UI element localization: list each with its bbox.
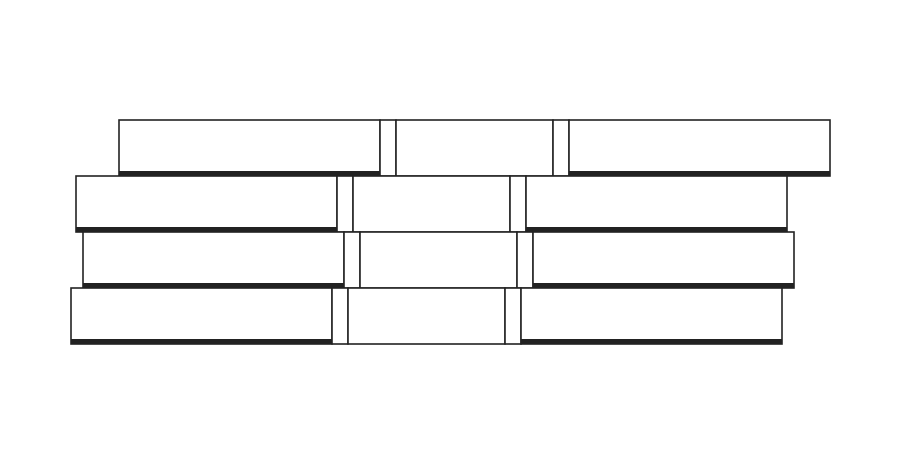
joint-block	[504, 287, 522, 345]
joint-block	[379, 119, 397, 177]
medium-block	[359, 231, 518, 289]
joint-block	[331, 287, 349, 345]
block-shadow	[76, 227, 337, 232]
long-block	[118, 119, 381, 177]
joint-block	[343, 231, 361, 289]
joint-block	[336, 175, 354, 233]
joint-block	[552, 119, 570, 177]
long-block	[82, 231, 345, 289]
long-block	[70, 287, 333, 345]
long-block	[525, 175, 788, 233]
block-row-3	[82, 231, 795, 289]
medium-block	[347, 287, 506, 345]
block-shadow	[71, 339, 332, 344]
medium-block	[352, 175, 511, 233]
block-row-1	[118, 119, 831, 177]
block-row-2	[75, 175, 788, 233]
block-shadow	[526, 227, 787, 232]
block-shadow	[119, 171, 380, 176]
block-row-4	[70, 287, 783, 345]
block-shadow	[533, 283, 794, 288]
joint-block	[509, 175, 527, 233]
medium-block	[395, 119, 554, 177]
joint-block	[516, 231, 534, 289]
block-shadow	[83, 283, 344, 288]
long-block	[532, 231, 795, 289]
block-shadow	[569, 171, 830, 176]
long-block	[75, 175, 338, 233]
long-block	[520, 287, 783, 345]
block-shadow	[521, 339, 782, 344]
long-block	[568, 119, 831, 177]
